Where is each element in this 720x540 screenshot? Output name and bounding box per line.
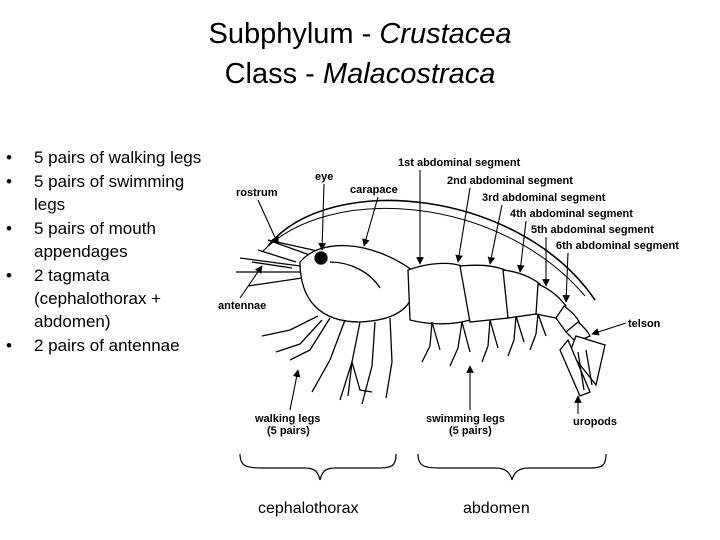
label-6th-abdominal-segment: 6th abdominal segment xyxy=(556,240,679,252)
label-eye: eye xyxy=(315,171,333,183)
cephalothorax-brace xyxy=(239,453,397,481)
class-prefix: Class - xyxy=(224,58,323,90)
label-5th-abdominal-segment: 5th abdominal segment xyxy=(531,224,654,236)
slide-title-line-2: Class - Malacostraca xyxy=(0,57,720,91)
label-walking-legs-count: (5 pairs) xyxy=(267,425,310,437)
label-carapace: carapace xyxy=(350,184,398,196)
label-3rd-abdominal-segment: 3rd abdominal segment xyxy=(482,192,606,204)
bullet-item: 2 tagmata (cephalothorax + abdomen) xyxy=(6,264,211,333)
label-rostrum: rostrum xyxy=(236,187,278,199)
bullet-item: 2 pairs of antennae xyxy=(6,334,211,357)
label-4th-abdominal-segment: 4th abdominal segment xyxy=(510,208,633,220)
label-telson: telson xyxy=(628,318,661,330)
class-name: Malacostraca xyxy=(322,58,496,90)
label-uropods: uropods xyxy=(573,416,617,428)
slide-title-line-1: Subphylum - Crustacea xyxy=(0,17,720,51)
tagma-abdomen: abdomen xyxy=(463,500,530,517)
subphylum-prefix: Subphylum - xyxy=(208,18,380,50)
bullet-item: 5 pairs of walking legs xyxy=(6,146,211,169)
trait-bullet-list: 5 pairs of walking legs 5 pairs of swimm… xyxy=(6,146,211,358)
bullet-item: 5 pairs of mouth appendages xyxy=(6,217,211,263)
label-1st-abdominal-segment: 1st abdominal segment xyxy=(398,157,521,169)
bullet-item: 5 pairs of swimming legs xyxy=(6,170,211,216)
shrimp-illustration xyxy=(236,199,606,405)
pointer-lines xyxy=(239,170,627,414)
tagma-cephalothorax: cephalothorax xyxy=(258,500,359,517)
label-swimming-legs-count: (5 pairs) xyxy=(449,425,492,437)
label-antennae: antennae xyxy=(218,300,266,312)
label-2nd-abdominal-segment: 2nd abdominal segment xyxy=(447,175,573,187)
label-walking-legs: walking legs xyxy=(254,413,320,425)
subphylum-name: Crustacea xyxy=(379,18,512,50)
label-swimming-legs: swimming legs xyxy=(426,413,505,425)
abdomen-brace xyxy=(417,453,607,481)
